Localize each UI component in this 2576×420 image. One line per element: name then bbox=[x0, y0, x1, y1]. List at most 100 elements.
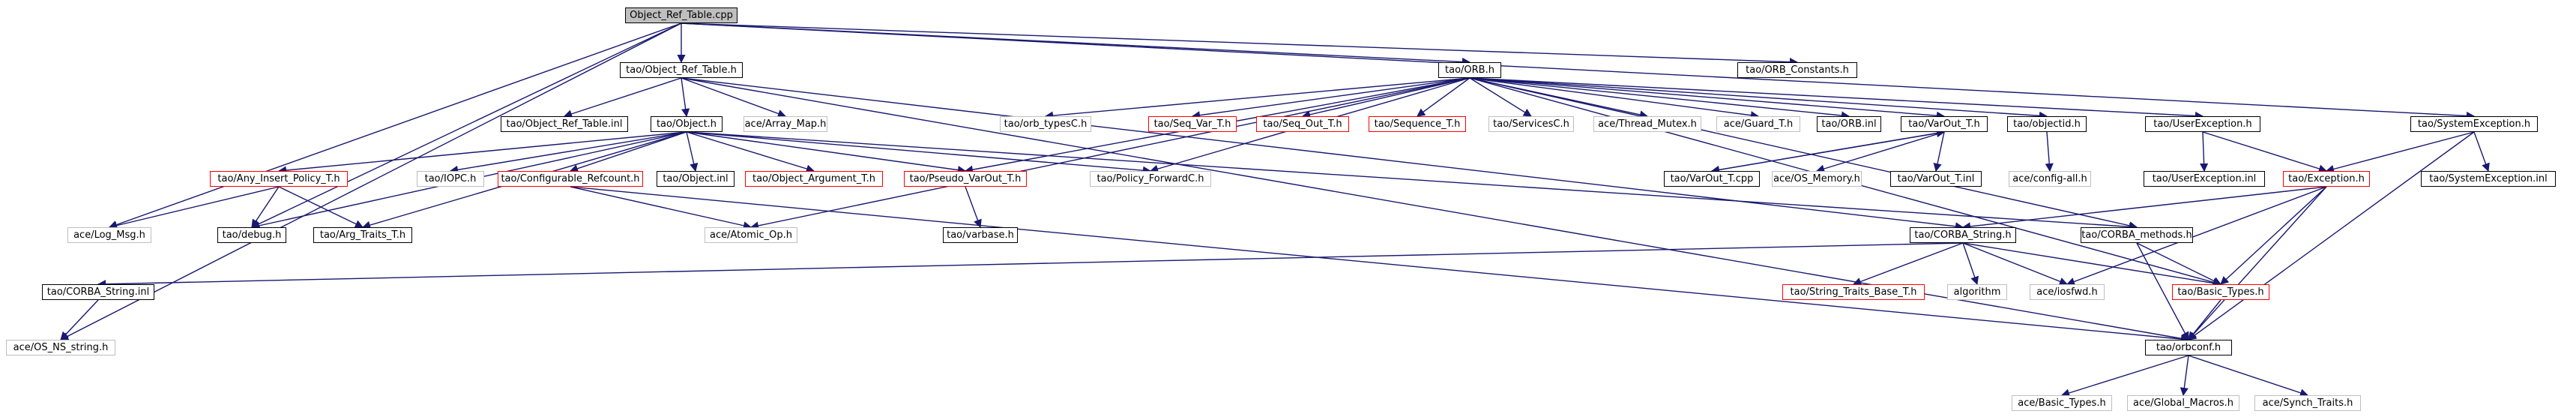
node-tao-basic-types-h[interactable]: tao/Basic_Types.h bbox=[2172, 284, 2269, 300]
node-tao-orb-h[interactable]: tao/ORB.h bbox=[1438, 62, 1501, 78]
node-ace-thread-mutex-h[interactable]: ace/Thread_Mutex.h bbox=[1593, 116, 1701, 132]
node-object-ref-table-cpp: Object_Ref_Table.cpp bbox=[625, 8, 737, 23]
node-tao-object-inl[interactable]: tao/Object.inl bbox=[657, 171, 735, 187]
node-tao-corba-string-h[interactable]: tao/CORBA_String.h bbox=[1910, 227, 2016, 243]
edge-object_ref_table_h-to-orbconf_h bbox=[681, 77, 2190, 343]
node-tao-seq-out-t-h[interactable]: tao/Seq_Out_T.h bbox=[1256, 116, 1349, 132]
node-tao-object-ref-table-inl[interactable]: tao/Object_Ref_Table.inl bbox=[501, 116, 628, 132]
node-tao-object-argument-t-h[interactable]: tao/Object_Argument_T.h bbox=[745, 171, 883, 187]
node-tao-objectid-h[interactable]: tao/objectid.h bbox=[2007, 116, 2087, 132]
edge-exception_h-to-iosfwd_h bbox=[2066, 186, 2327, 286]
edge-orb_h-to-atomic_op_h bbox=[749, 77, 1471, 230]
edge-corba_string_h-to-corba_string_inl bbox=[97, 242, 1964, 289]
node-tao-orb-typesc-h[interactable]: tao/orb_typesC.h bbox=[1000, 116, 1091, 132]
edge-object_h-to-iopc_h bbox=[449, 131, 687, 174]
edge-orb_h-to-objectid_h bbox=[1469, 77, 2048, 120]
node-ace-atomic-op-h[interactable]: ace/Atomic_Op.h bbox=[705, 227, 797, 243]
edge-configurable_refcount_h-to-orbconf_h bbox=[570, 186, 2190, 344]
edge-orb_h-to-sequence_t_h bbox=[1417, 77, 1471, 117]
edge-user_exception_h-to-user_exception_inl bbox=[2200, 131, 2209, 172]
node-tao-object-h[interactable]: tao/Object.h bbox=[651, 116, 723, 132]
node-tao-configurable-refcount-h[interactable]: tao/Configurable_Refcount.h bbox=[498, 171, 643, 187]
node-tao-varout-t-h[interactable]: tao/VarOut_T.h bbox=[1901, 116, 1988, 132]
node-tao-system-exception-inl[interactable]: tao/SystemException.inl bbox=[2421, 171, 2556, 187]
node-tao-debug-h[interactable]: tao/debug.h bbox=[217, 227, 286, 243]
node-tao-varout-t-inl[interactable]: tao/VarOut_T.inl bbox=[1890, 171, 1982, 187]
edge-corba_methods_h-to-orbconf_h bbox=[2136, 242, 2189, 340]
node-tao-corba-methods-h[interactable]: tao/CORBA_methods.h bbox=[2081, 227, 2193, 243]
edge-any_insert_policy_t_h-to-log_msg_h bbox=[108, 186, 280, 230]
node-tao-policy-forwardc-h[interactable]: tao/Policy_ForwardC.h bbox=[1090, 171, 1211, 187]
edge-exception_h-to-basic_types_h bbox=[2220, 186, 2327, 285]
node-ace-array-map-h[interactable]: ace/Array_Map.h bbox=[743, 116, 827, 132]
node-tao-corba-string-inl[interactable]: tao/CORBA_String.inl bbox=[42, 284, 154, 300]
node-ace-os-memory-h[interactable]: ace/OS_Memory.h bbox=[1772, 171, 1862, 187]
node-tao-arg-traits-t-h[interactable]: tao/Arg_Traits_T.h bbox=[313, 227, 412, 243]
node-algorithm[interactable]: algorithm bbox=[1947, 284, 2007, 300]
node-ace-global-macros-h[interactable]: ace/Global_Macros.h bbox=[2127, 395, 2239, 411]
node-ace-config-all-h[interactable]: ace/config-all.h bbox=[2009, 171, 2091, 187]
edge-orbconf_h-to-global_macros_h bbox=[2180, 355, 2189, 397]
edge-orb_h-to-orb_typesc_h bbox=[1044, 77, 1471, 120]
edge-user_exception_h-to-exception_h bbox=[2202, 131, 2328, 173]
node-ace-guard-t-h[interactable]: ace/Guard_T.h bbox=[1716, 116, 1800, 132]
node-tao-any-insert-policy-t-h[interactable]: tao/Any_Insert_Policy_T.h bbox=[210, 171, 348, 187]
node-tao-exception-h[interactable]: tao/Exception.h bbox=[2283, 171, 2370, 187]
node-ace-synch-traits-h[interactable]: ace/Synch_Traits.h bbox=[2254, 395, 2361, 411]
node-tao-user-exception-inl[interactable]: tao/UserException.inl bbox=[2144, 171, 2265, 187]
edge-object_h-to-object_inl bbox=[686, 131, 699, 172]
edge-orb_h-to-varout_t_h bbox=[1469, 77, 1946, 120]
edge-exception_h-to-orbconf_h bbox=[2188, 186, 2327, 340]
edge-varout_t_h-to-varout_t_inl bbox=[1933, 131, 1945, 172]
edge-object_h-to-corba_methods_h bbox=[686, 131, 2138, 231]
node-tao-system-exception-h[interactable]: tao/SystemException.h bbox=[2410, 116, 2538, 132]
node-tao-pseudo-varout-t-h[interactable]: tao/Pseudo_VarOut_T.h bbox=[904, 171, 1027, 187]
edge-object_ref_table_h-to-array_map_h bbox=[681, 77, 787, 118]
node-tao-iopc-h[interactable]: tao/IOPC.h bbox=[417, 171, 484, 187]
edge-corba_string_inl-to-os_ns_string_h bbox=[60, 299, 99, 340]
node-tao-sequence-t-h[interactable]: tao/Sequence_T.h bbox=[1369, 116, 1466, 132]
node-tao-orb-inl[interactable]: tao/ORB.inl bbox=[1817, 116, 1881, 132]
node-tao-user-exception-h[interactable]: tao/UserException.h bbox=[2145, 116, 2260, 132]
edge-orb_h-to-corba_methods_h bbox=[1469, 77, 2138, 230]
node-tao-orbconf-h[interactable]: tao/orbconf.h bbox=[2145, 340, 2232, 356]
edge-orb_h-to-servicesc_h bbox=[1469, 77, 1532, 117]
edge-corba_string_h-to-algorithm bbox=[1962, 242, 1979, 286]
node-tao-varout-t-cpp[interactable]: tao/VarOut_T.cpp bbox=[1664, 171, 1760, 187]
edge-system_exception_h-to-orbconf_h bbox=[2188, 131, 2475, 340]
node-tao-servicesc-h[interactable]: tao/ServicesC.h bbox=[1488, 116, 1574, 132]
node-ace-log-msg-h[interactable]: ace/Log_Msg.h bbox=[67, 227, 151, 243]
edge-root-to-system_exception_h bbox=[681, 22, 2476, 121]
edge-corba_string_h-to-string_traits_base_t_h bbox=[1852, 242, 1964, 286]
edge-root-to-log_msg_h bbox=[108, 22, 682, 229]
edge-exception_h-to-corba_string_h bbox=[1961, 186, 2327, 231]
edge-object_h-to-policy_forwardc_h bbox=[686, 131, 1152, 175]
edge-object_ref_table_h-to-object_h bbox=[681, 77, 690, 118]
node-ace-basic-types-h[interactable]: ace/Basic_Types.h bbox=[2012, 395, 2112, 411]
edge-root-to-orb_constants_h bbox=[681, 22, 1799, 67]
edge-object_ref_table_h-to-object_ref_table_inl bbox=[563, 77, 682, 118]
node-ace-os-ns-string-h[interactable]: ace/OS_NS_string.h bbox=[6, 340, 115, 356]
node-tao-object-ref-table-h[interactable]: tao/Object_Ref_Table.h bbox=[620, 62, 743, 78]
edge-root-to-os_ns_string_h bbox=[60, 22, 682, 340]
edge-object_h-to-any_insert_policy_t_h bbox=[277, 131, 687, 175]
node-tao-string-traits-base-t-h[interactable]: tao/String_Traits_Base_T.h bbox=[1782, 284, 1925, 300]
edge-orb_h-to-seq_out_t_h bbox=[1301, 77, 1471, 119]
edge-orb_h-to-user_exception_h bbox=[1469, 77, 2204, 121]
node-ace-iosfwd-h[interactable]: ace/iosfwd.h bbox=[2030, 284, 2105, 300]
node-tao-varbase-h[interactable]: tao/varbase.h bbox=[943, 227, 1018, 243]
node-tao-orb-constants-h[interactable]: tao/ORB_Constants.h bbox=[1737, 62, 1857, 78]
edge-object_ref_table_h-to-corba_string_h bbox=[681, 77, 1964, 231]
edge-orbconf_h-to-synch_traits_h bbox=[2188, 355, 2309, 398]
edge-objectid_h-to-config_all_h bbox=[2045, 131, 2054, 172]
edge-varout_t_h-to-os_memory_h bbox=[1815, 131, 1945, 173]
edge-varout_t_cpp-to-varout_t_h bbox=[1711, 129, 1946, 172]
edge-orb_h-to-seq_var_t_h bbox=[1191, 77, 1471, 120]
edge-orbconf_h-to-ace_basic_types_h bbox=[2060, 355, 2189, 398]
edge-object_h-to-pseudo_varout_t_h bbox=[686, 131, 967, 175]
edge-orb_h-to-orb_inl bbox=[1469, 77, 1850, 120]
edge-pseudo_varout_t_h-to-varbase_h bbox=[965, 186, 982, 229]
node-tao-seq-var-t-h[interactable]: tao/Seq_Var_T.h bbox=[1148, 116, 1237, 132]
